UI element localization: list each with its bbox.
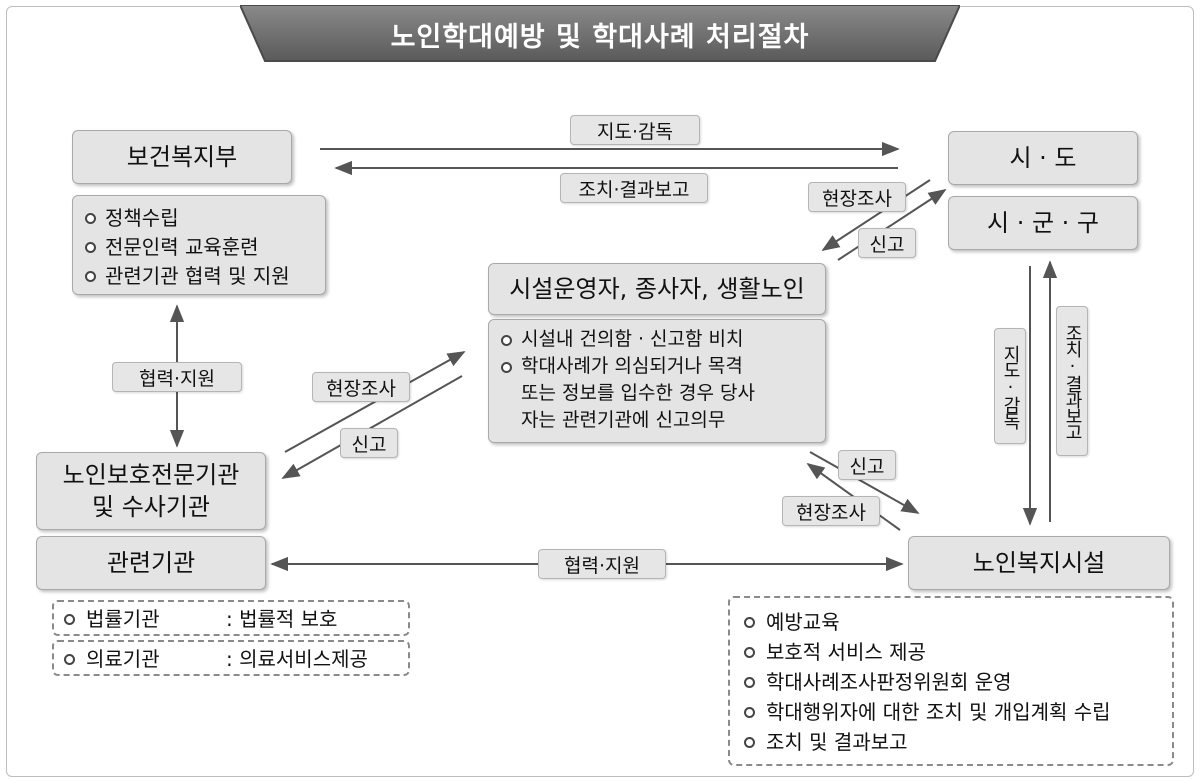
list-item: 학대사례조사판정위원회 운영 [744, 667, 1158, 697]
list-item: 시설내 건의함 · 신고함 비치 [501, 326, 815, 353]
label-report-right: 신고 [858, 228, 916, 258]
label-report-left: 신고 [340, 428, 398, 458]
label-site-investigation-right: 현장조사 [808, 182, 906, 212]
node-protection-agency: 노인보호전문기관 및 수사기관 [36, 452, 266, 530]
bullet-icon [85, 271, 96, 282]
list-item: 학대행위자에 대한 조치 및 개입계획 수립 [744, 697, 1158, 727]
label-cooperation-bottom: 협력·지원 [538, 549, 666, 579]
label-guide-supervise-vertical: 지도·감독 [994, 328, 1026, 444]
bullet-icon [744, 707, 755, 718]
list-item: 전문인력 교육훈련 [85, 233, 315, 262]
node-ministry-duties: 정책수립 전문인력 교육훈련 관련기관 협력 및 지원 [72, 195, 326, 295]
list-item-continuation: 자는 관련기관에 신고의무 [521, 409, 726, 431]
list-item: 학대사례가 의심되거나 목격 [501, 353, 815, 380]
bullet-icon [64, 654, 75, 665]
arrow-site-right [837, 189, 947, 261]
list-item-continuation: 또는 정보를 입수한 경우 당사 [521, 382, 755, 404]
node-operators-duties: 시설내 건의함 · 신고함 비치 학대사례가 의심되거나 목격 또는 정보를 입… [488, 319, 826, 443]
diagram-title: 노인학대예방 및 학대사례 처리절차 [390, 21, 810, 53]
related-row-legal: 법률기관: 법률적 보호 [52, 600, 410, 636]
arrow-report-right [821, 179, 931, 251]
label-report-bottom: 신고 [838, 450, 896, 480]
list-item: 관련기관 협력 및 지원 [85, 262, 315, 291]
bullet-icon [501, 362, 512, 373]
title-tab [240, 5, 960, 62]
list-item: 예방교육 [744, 607, 1158, 637]
node-facility: 노인복지시설 [908, 536, 1170, 590]
label-report-result-top: 조치·결과보고 [560, 173, 708, 203]
node-ministry-name: 보건복지부 [126, 143, 238, 171]
arrow-report-bottom [809, 451, 920, 514]
label-site-investigation-bottom: 현장조사 [782, 496, 880, 526]
label-site-investigation-left: 현장조사 [312, 372, 410, 402]
bullet-icon [744, 737, 755, 748]
node-operators: 시설운영자, 종사자, 생활노인 [488, 263, 826, 315]
list-item: 보호적 서비스 제공 [744, 637, 1158, 667]
node-ministry: 보건복지부 [72, 130, 292, 184]
list-item: 조치 및 결과보고 [744, 727, 1158, 757]
bullet-icon [85, 213, 96, 224]
facility-duties: 예방교육 보호적 서비스 제공 학대사례조사판정위원회 운영 학대행위자에 대한… [728, 596, 1174, 766]
bullet-icon [744, 617, 755, 628]
bullet-icon [64, 614, 75, 625]
node-province: 시 · 도 [948, 131, 1138, 185]
arrow-site-left [284, 351, 466, 453]
bullet-icon [744, 647, 755, 658]
arrow-report-left [281, 375, 463, 479]
bullet-icon [501, 335, 512, 346]
node-district: 시 · 군 · 구 [948, 196, 1138, 250]
label-guide-supervise-top: 지도·감독 [570, 115, 700, 145]
label-cooperation-left: 협력·지원 [112, 362, 242, 392]
label-report-result-vertical: 조치·결과보고 [1056, 306, 1088, 456]
bullet-icon [85, 242, 96, 253]
list-item: 정책수립 [85, 204, 315, 233]
related-row-medical: 의료기관: 의료서비스제공 [52, 640, 410, 676]
bullet-icon [744, 677, 755, 688]
node-related-agencies: 관련기관 [36, 536, 266, 590]
